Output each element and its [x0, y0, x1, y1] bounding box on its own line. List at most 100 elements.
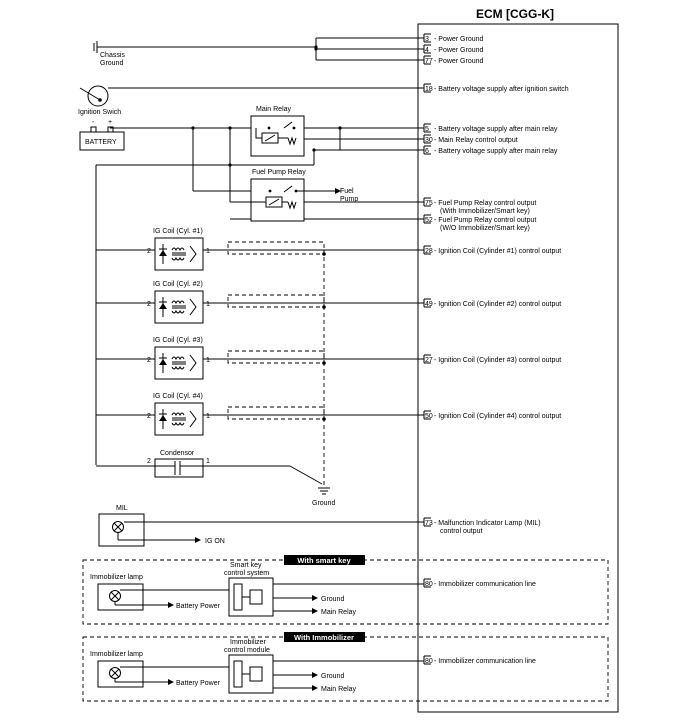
ecm-pin-description: - Battery voltage supply after ignition … [434, 86, 569, 93]
fuel-pump-relay: Fuel Pump Relay Fuel Pump [192, 128, 424, 222]
battery-plus: + [108, 119, 112, 126]
condensor-pin-1: 1 [206, 458, 210, 465]
ecm-pin-description: - Power Ground [434, 36, 484, 43]
ecm-pin-number: 5 [425, 126, 429, 133]
ecm-pin-number: 6 [425, 148, 429, 155]
module-ground-label: Ground [321, 673, 344, 680]
ecm-pin-number: 80 [425, 581, 433, 588]
battery-minus: - [92, 119, 95, 126]
ecm-pin-number: 3 [425, 36, 429, 43]
section-banner: With smart key [297, 556, 351, 565]
ecm-pin-30: 30- Main Relay control output [423, 134, 518, 144]
ecm-pin-description: - Main Relay control output [434, 137, 518, 144]
fuel-pump-relay-label: Fuel Pump Relay [252, 169, 306, 176]
ig-coil-pin-2: 2 [147, 357, 151, 364]
ig-coil-label: IG Coil (Cyl. #2) [153, 281, 203, 288]
ig-on-label: IG ON [205, 538, 225, 545]
ecm-pin-6: 6 - Battery voltage supply after main rel… [423, 145, 558, 155]
ecm-pin-description: - Power Ground [434, 58, 484, 65]
ecm-pin-number: 77 [425, 58, 433, 65]
module-ground-label: Ground [321, 596, 344, 603]
ecm-pin-description: - Ignition Coil (Cylinder #4) control ou… [434, 413, 561, 420]
chassis-ground: Chassis Ground [93, 37, 424, 67]
section-banner: With Immobilizer [294, 633, 354, 642]
ecm-pin-description: - Power Ground [434, 47, 484, 54]
immobilizer-lamp-label: Immobilizer lamp [90, 651, 143, 658]
fuel-pump-label-1: Fuel [340, 188, 354, 195]
ig-coil-cyl-2: IG Coil (Cyl. #2) 2 1 [96, 281, 424, 324]
ecm-pin-description: - Battery voltage supply after main rela… [434, 148, 558, 155]
ecm-pin-27: 27- Ignition Coil (Cylinder #3) control … [423, 354, 561, 364]
chassis-ground-label-2: Ground [100, 60, 123, 67]
mil: MIL IG ON [98, 505, 424, 547]
ecm-title: ECM [CGG-K] [476, 7, 554, 21]
ecm-pin-number: 30 [425, 137, 433, 144]
condensor-pin-2: 2 [147, 458, 151, 465]
ecm-box [417, 23, 619, 713]
ecm-pin-description: - Fuel Pump Relay control output [434, 217, 536, 224]
ecm-pin-description: - Immobilizer communication line [434, 581, 536, 588]
ig-coil-label: IG Coil (Cyl. #1) [153, 228, 203, 235]
ecm-pin-50: 50- Ignition Coil (Cylinder #4) control … [423, 410, 561, 420]
ecm-pin-52: 52- Fuel Pump Relay control output(W/O I… [423, 214, 536, 232]
ecm-pin-80: 80- Immobilizer communication line [423, 578, 536, 588]
ecm-pin-description: - Ignition Coil (Cylinder #1) control ou… [434, 248, 561, 255]
ignition-switch: Ignition Swich [78, 85, 424, 116]
ecm-pin-description: - Ignition Coil (Cylinder #2) control ou… [434, 301, 561, 308]
ecm-pin-5: 5 - Battery voltage supply after main rel… [423, 123, 558, 133]
ig-coil-label: IG Coil (Cyl. #3) [153, 337, 203, 344]
fuel-pump-label-2: Pump [340, 196, 358, 203]
ecm-pin-number: 49 [425, 301, 433, 308]
ignition-switch-label: Ignition Swich [78, 109, 121, 116]
ecm-pin-number: 18 [425, 86, 433, 93]
module-main-relay-label: Main Relay [321, 686, 357, 693]
ecm-pin-number: 4 [425, 47, 429, 54]
ecm-pin-80: 80- Immobilizer communication line [423, 655, 536, 665]
ecm-pin-description: (W/O Immobilizer/Smart key) [440, 225, 530, 232]
battery-power-label: Battery Power [176, 603, 221, 610]
ig-coil-label: IG Coil (Cyl. #4) [153, 393, 203, 400]
immobilizer-lamp-label: Immobilizer lamp [90, 574, 143, 581]
module-label-2: control module [224, 647, 270, 654]
ig-coil-pin-2: 2 [147, 248, 151, 255]
battery-power-label: Battery Power [176, 680, 221, 687]
ecm-pin-number: 75 [425, 200, 433, 207]
battery-label: BATTERY [85, 139, 117, 146]
ecm-pin-description: - Fuel Pump Relay control output [434, 200, 536, 207]
mil-label: MIL [116, 505, 128, 512]
ecm-pin-description: - Malfunction Indicator Lamp (MIL) [434, 520, 541, 527]
ecm-pin-number: 27 [425, 357, 433, 364]
ig-coil-pin-1: 1 [206, 413, 210, 420]
ecm-pin-number: 50 [425, 413, 433, 420]
module-label-1: Smart key [230, 562, 262, 569]
module-label-2: control system [224, 570, 269, 577]
ecm-pin-73: 73- Malfunction Indicator Lamp (MIL)cont… [423, 517, 541, 535]
condensor: Condensor 2 1 Ground [96, 250, 335, 507]
ecm-pin-number: 28 [425, 248, 433, 255]
ecm-pin-75: 75- Fuel Pump Relay control output(With … [423, 197, 536, 215]
ecm-pin-49: 49- Ignition Coil (Cylinder #2) control … [423, 298, 561, 308]
chassis-ground-label-1: Chassis [100, 52, 125, 59]
ground-label: Ground [312, 500, 335, 507]
ecm-pin-number: 52 [425, 217, 433, 224]
ecm-pin-18: 18- Battery voltage supply after ignitio… [423, 83, 569, 93]
module-label-1: Immobilizer [230, 639, 266, 646]
ecm-pin-28: 28- Ignition Coil (Cylinder #1) control … [423, 245, 561, 255]
module-main-relay-label: Main Relay [321, 609, 357, 616]
ecm-pin-number: 80 [425, 658, 433, 665]
main-relay-label: Main Relay [256, 106, 292, 113]
ig-coil-pin-1: 1 [206, 301, 210, 308]
ecm-pin-description: control output [440, 528, 482, 535]
ecm-pin-description: - Ignition Coil (Cylinder #3) control ou… [434, 357, 561, 364]
ecm-pin-description: - Battery voltage supply after main rela… [434, 126, 558, 133]
ig-coil-pin-2: 2 [147, 301, 151, 308]
